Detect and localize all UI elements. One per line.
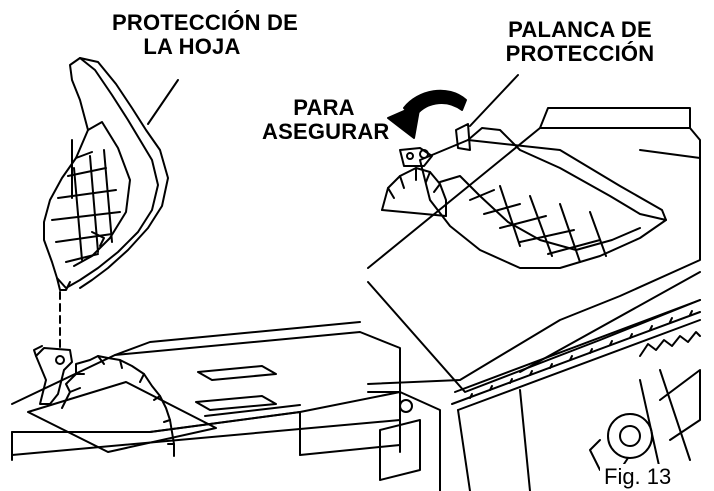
guard-lever-leader-line — [469, 74, 519, 127]
guard-lever-label: PALANCA DE PROTECCIÓN — [505, 18, 655, 66]
to-lock-label-line2: ASEGURAR — [262, 119, 390, 144]
blade-guard-label-line2: LA HOJA — [143, 34, 241, 59]
table-saw-left-drawing — [11, 321, 401, 461]
blade-guard-label: PROTECCIÓN DE LA HOJA — [112, 10, 298, 59]
blade-guard-leader-line — [147, 79, 179, 125]
to-lock-label: PARA ASEGURAR — [262, 95, 390, 144]
lock-direction-arrow — [387, 89, 467, 139]
blade-guard-label-line1: PROTECCIÓN DE — [112, 10, 298, 35]
guard-lever-label-line2: PROTECCIÓN — [505, 41, 655, 66]
blade-guard-drawing — [43, 57, 169, 291]
guard-lever-label-line1: PALANCA DE — [508, 17, 652, 42]
to-lock-label-line1: PARA — [293, 95, 355, 120]
table-saw-right-drawing — [367, 107, 701, 491]
figure-number: Fig. 13 — [600, 464, 676, 490]
